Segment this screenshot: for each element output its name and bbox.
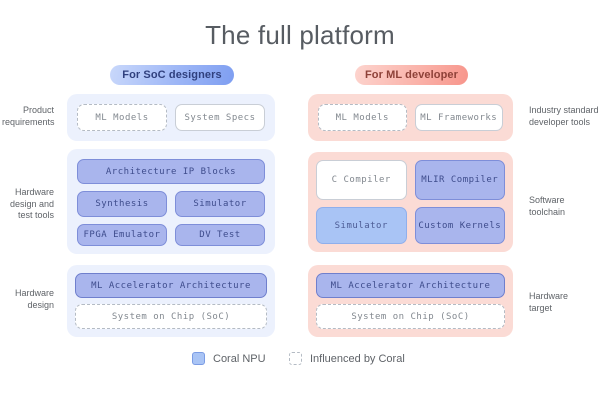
label-hardware-target: Hardware target — [529, 291, 569, 313]
box-synthesis: Synthesis — [77, 191, 167, 217]
box-architecture-ip-blocks: Architecture IP Blocks — [77, 159, 265, 184]
box-ml-system-on-chip: System on Chip (SoC) — [316, 304, 505, 329]
soc-hardware-tools-group: Architecture IP Blocks Synthesis Simulat… — [67, 149, 275, 254]
legend-influenced-by-coral: Influenced by Coral — [289, 352, 405, 365]
coral-npu-swatch-icon — [192, 352, 205, 365]
ml-software-toolchain-group: C Compiler MLIR Compiler Simulator Custo… — [308, 152, 513, 252]
box-soc-ml-accelerator-architecture: ML Accelerator Architecture — [75, 273, 267, 298]
box-custom-kernels: Custom Kernels — [414, 207, 505, 244]
label-hardware-design: Hardware design — [14, 288, 54, 310]
legend-influenced-label: Influenced by Coral — [310, 352, 405, 365]
legend-coral-npu-label: Coral NPU — [213, 352, 266, 365]
influenced-by-coral-swatch-icon — [289, 352, 302, 365]
soc-product-requirements-group: ML Models System Specs — [67, 94, 275, 141]
box-ml-ml-models: ML Models — [318, 104, 407, 131]
label-hardware-design-test-tools: Hardware design and test tools — [9, 187, 54, 220]
label-product-requirements: Product requirements — [2, 105, 55, 127]
box-soc-system-on-chip: System on Chip (SoC) — [75, 304, 267, 329]
box-mlir-compiler: MLIR Compiler — [414, 160, 505, 200]
box-soc-ml-models: ML Models — [77, 104, 167, 131]
box-ml-simulator: Simulator — [316, 207, 407, 244]
box-fpga-emulator: FPGA Emulator — [77, 224, 167, 246]
box-soc-system-specs: System Specs — [175, 104, 265, 131]
badge-soc-designers: For SoC designers — [110, 65, 234, 85]
legend-coral-npu: Coral NPU — [192, 352, 266, 365]
box-ml-ml-accelerator-architecture: ML Accelerator Architecture — [316, 273, 505, 298]
ml-developer-tools-group: ML Models ML Frameworks — [308, 94, 513, 141]
ml-hardware-target-group: ML Accelerator Architecture System on Ch… — [308, 265, 513, 337]
box-soc-simulator: Simulator — [175, 191, 265, 217]
label-software-toolchain: Software toolchain — [529, 195, 566, 217]
page-title: The full platform — [205, 20, 395, 50]
label-industry-standard-developer-tools: Industry standard developer tools — [529, 105, 599, 127]
badge-ml-developer: For ML developer — [355, 65, 468, 85]
soc-hardware-design-group: ML Accelerator Architecture System on Ch… — [67, 265, 275, 337]
box-c-compiler: C Compiler — [316, 160, 407, 200]
box-ml-frameworks: ML Frameworks — [414, 104, 503, 131]
box-dv-test: DV Test — [175, 224, 265, 246]
